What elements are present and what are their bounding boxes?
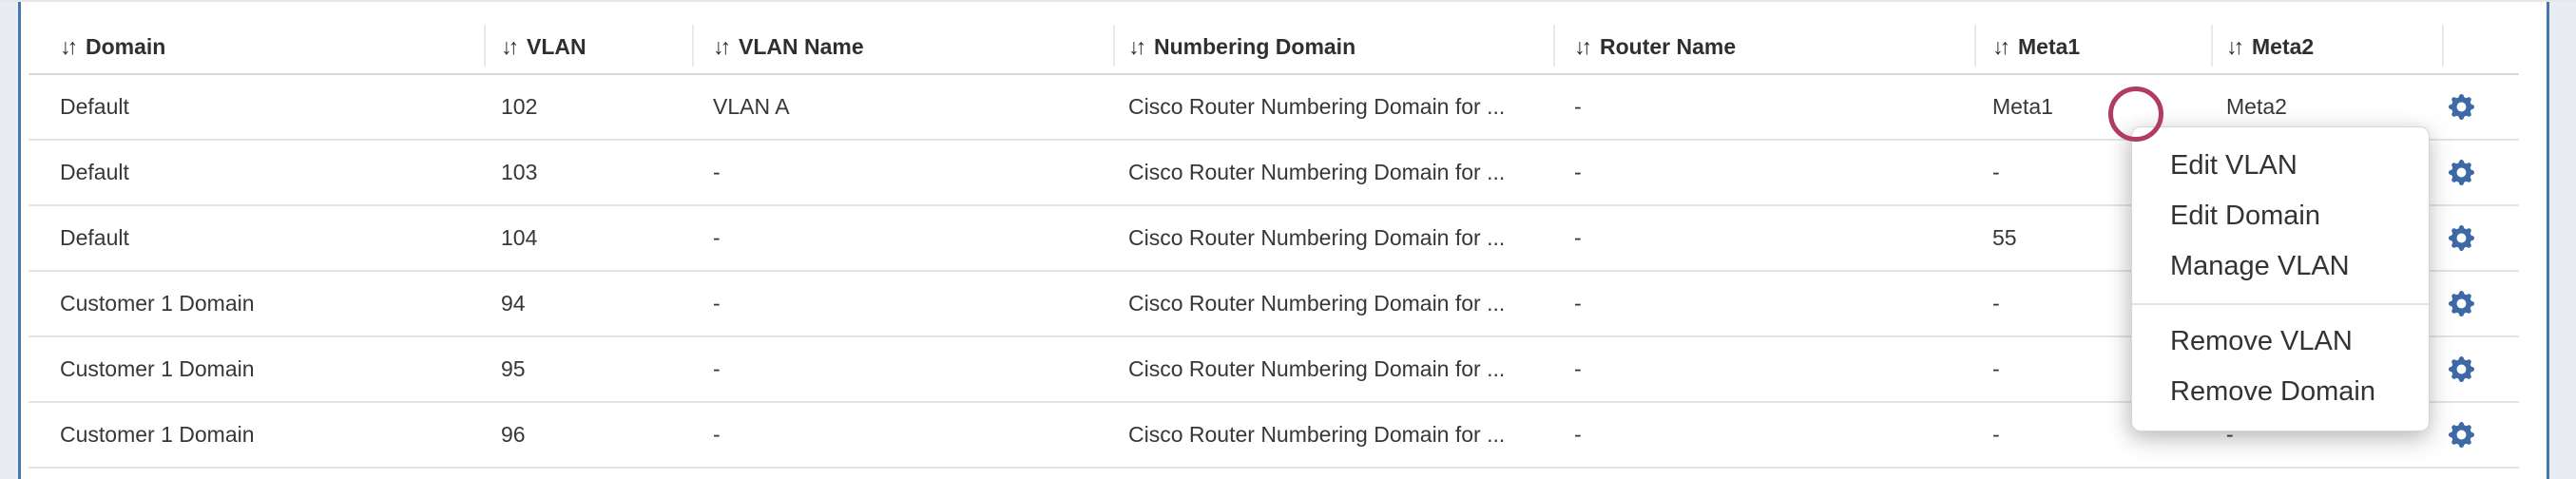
- cell-vlan-name: VLAN A: [693, 74, 1114, 141]
- cell-router-name: -: [1554, 205, 1975, 272]
- row-actions-gear-button[interactable]: [2449, 355, 2477, 384]
- cell-actions: [2443, 140, 2519, 206]
- cell-router-name: -: [1554, 74, 1975, 141]
- cell-router-name: -: [1554, 140, 1975, 206]
- cell-router-name: -: [1554, 271, 1975, 337]
- column-header-router-name[interactable]: ↓↑ Router Name: [1553, 0, 1975, 75]
- menu-item-remove-domain[interactable]: Remove Domain: [2170, 376, 2375, 407]
- table-row: Customer 1 Domain 95 - Cisco Router Numb…: [29, 336, 2519, 403]
- menu-item-remove-vlan[interactable]: Remove VLAN: [2170, 326, 2353, 356]
- cell-vlan-name: -: [693, 271, 1114, 337]
- cell-vlan: 95: [485, 336, 693, 403]
- cell-numbering-domain: Cisco Router Numbering Domain for ...: [1114, 205, 1554, 272]
- column-header-vlan[interactable]: ↓↑ VLAN: [484, 0, 693, 75]
- column-label: Numbering Domain: [1154, 34, 1356, 59]
- cell-actions: [2443, 402, 2519, 469]
- table-row: Default 102 VLAN A Cisco Router Numberin…: [29, 74, 2519, 141]
- cell-domain: Default: [29, 140, 485, 206]
- cell-numbering-domain: Cisco Router Numbering Domain for ...: [1114, 271, 1554, 337]
- cell-domain: Default: [29, 205, 485, 272]
- table-header-row: ↓↑ Domain ↓↑ VLAN ↓↑ VLAN Name ↓↑ Numbering …: [29, 0, 2519, 75]
- panel-border-right: [2547, 0, 2549, 479]
- cell-numbering-domain: Cisco Router Numbering Domain for ...: [1114, 402, 1554, 469]
- menu-divider: [2132, 303, 2429, 305]
- cell-actions: [2443, 74, 2519, 141]
- gear-icon: [2449, 94, 2477, 120]
- cell-vlan: 96: [485, 402, 693, 469]
- gear-icon: [2449, 422, 2477, 448]
- page-background-left: [0, 0, 18, 479]
- cell-domain: Default: [29, 74, 485, 141]
- menu-item-edit-domain[interactable]: Edit Domain: [2170, 201, 2320, 231]
- sort-arrows-icon: ↓↑: [1574, 34, 1592, 59]
- sort-arrows-icon: ↓↑: [713, 34, 731, 59]
- sort-arrows-icon: ↓↑: [2226, 34, 2244, 59]
- sort-arrows-icon: ↓↑: [1992, 34, 2010, 59]
- gear-icon: [2449, 225, 2477, 251]
- table-row: Customer 1 Domain 96 - Cisco Router Numb…: [29, 402, 2519, 469]
- column-label: Router Name: [1600, 34, 1737, 59]
- column-label: Domain: [86, 34, 166, 59]
- menu-item-manage-vlan[interactable]: Manage VLAN: [2170, 251, 2350, 281]
- cell-vlan: 102: [485, 74, 693, 141]
- sort-arrows-icon: ↓↑: [501, 34, 519, 59]
- row-actions-gear-button[interactable]: [2449, 159, 2477, 187]
- cell-vlan: 103: [485, 140, 693, 206]
- column-label: VLAN: [527, 34, 586, 59]
- cell-domain: Customer 1 Domain: [29, 336, 485, 403]
- row-actions-gear-button[interactable]: [2449, 224, 2477, 253]
- cell-numbering-domain: Cisco Router Numbering Domain for ...: [1114, 140, 1554, 206]
- column-header-meta1[interactable]: ↓↑ Meta1: [1974, 0, 2212, 75]
- row-actions-menu: Edit VLAN Edit Domain Manage VLAN Remove…: [2131, 126, 2430, 431]
- gear-icon: [2449, 160, 2477, 185]
- row-actions-gear-button[interactable]: [2449, 290, 2477, 318]
- row-actions-gear-button[interactable]: [2449, 421, 2477, 450]
- cell-numbering-domain: Cisco Router Numbering Domain for ...: [1114, 74, 1554, 141]
- column-header-numbering-domain[interactable]: ↓↑ Numbering Domain: [1113, 0, 1554, 75]
- cell-vlan-name: -: [693, 402, 1114, 469]
- cell-domain: Customer 1 Domain: [29, 402, 485, 469]
- column-label: Meta2: [2252, 34, 2315, 59]
- cell-vlan-name: -: [693, 140, 1114, 206]
- sort-arrows-icon: ↓↑: [1128, 34, 1146, 59]
- sort-arrows-icon: ↓↑: [60, 34, 78, 59]
- cell-actions: [2443, 271, 2519, 337]
- cell-vlan: 104: [485, 205, 693, 272]
- column-header-meta2[interactable]: ↓↑ Meta2: [2211, 0, 2443, 75]
- cell-vlan: 94: [485, 271, 693, 337]
- column-label: Meta1: [2018, 34, 2081, 59]
- gear-icon: [2449, 356, 2477, 382]
- cell-domain: Customer 1 Domain: [29, 271, 485, 337]
- gear-icon: [2449, 291, 2477, 316]
- cell-actions: [2443, 205, 2519, 272]
- cell-actions: [2443, 336, 2519, 403]
- cell-vlan-name: -: [693, 205, 1114, 272]
- panel-border-left: [18, 0, 21, 479]
- cell-vlan-name: -: [693, 336, 1114, 403]
- menu-group-edit: Edit VLAN Edit Domain Manage VLAN: [2132, 141, 2429, 292]
- cell-router-name: -: [1554, 402, 1975, 469]
- cell-numbering-domain: Cisco Router Numbering Domain for ...: [1114, 336, 1554, 403]
- column-header-actions: [2442, 0, 2519, 75]
- menu-group-remove: Remove VLAN Remove Domain: [2132, 316, 2429, 417]
- column-label: VLAN Name: [739, 34, 864, 59]
- cell-router-name: -: [1554, 336, 1975, 403]
- column-header-vlan-name[interactable]: ↓↑ VLAN Name: [692, 0, 1114, 75]
- row-actions-gear-button[interactable]: [2449, 93, 2477, 122]
- page-background-right: [2549, 0, 2576, 479]
- menu-item-edit-vlan[interactable]: Edit VLAN: [2170, 150, 2297, 181]
- column-header-domain[interactable]: ↓↑ Domain: [29, 0, 485, 75]
